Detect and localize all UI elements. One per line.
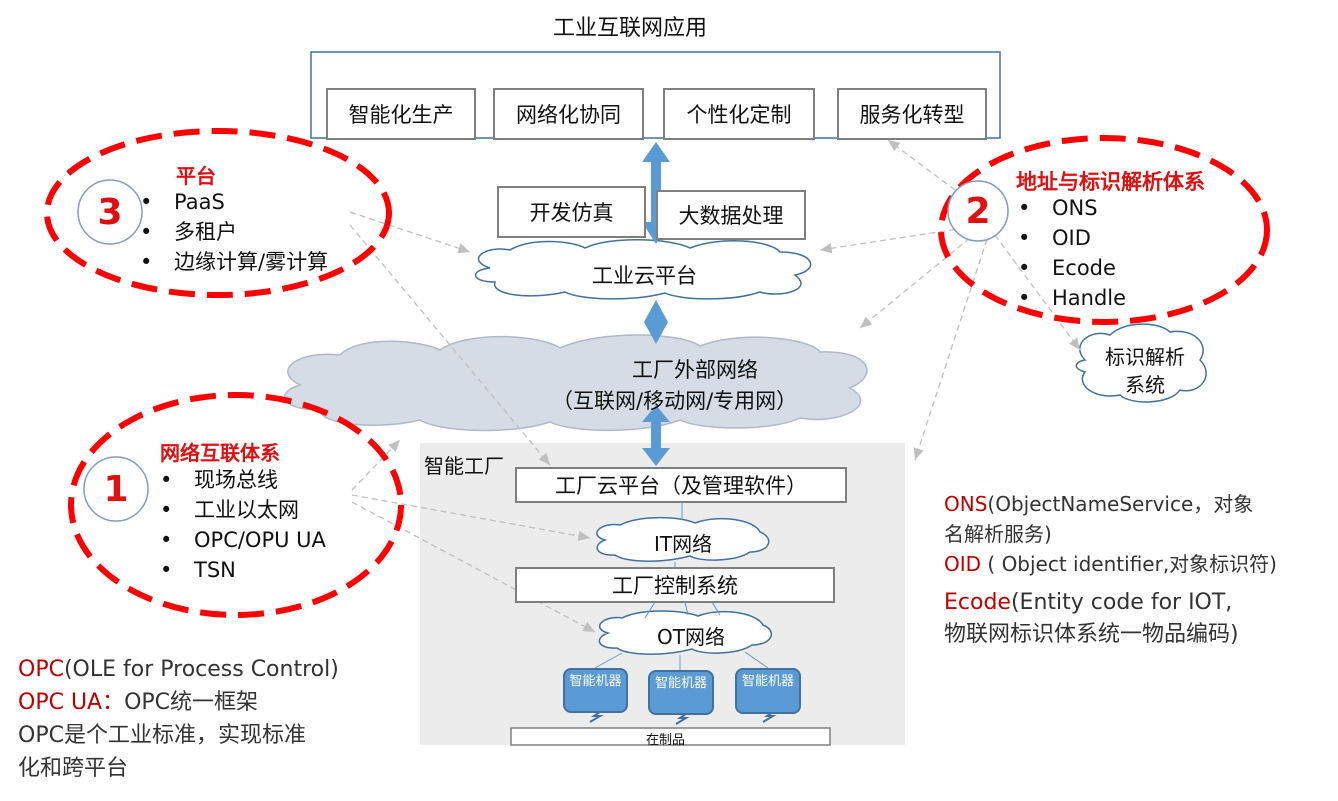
list-item: 现场总线 — [160, 465, 326, 495]
app-network-collaboration: 网络化协同 — [493, 88, 644, 140]
app-personalized-customization: 个性化定制 — [663, 88, 815, 140]
dev-simulation-box: 开发仿真 — [497, 186, 646, 238]
factory-cloud-box: 工厂云平台（及管理软件） — [515, 467, 847, 503]
list-item: Ecode — [1018, 253, 1126, 283]
network-title: 网络互联体系 — [160, 441, 280, 465]
note-line: OPC UA：OPC统一框架 — [18, 690, 259, 715]
note-line: 化和跨平台 — [18, 756, 129, 781]
note-line: 名解析服务) — [944, 522, 1052, 546]
list-item: ONS — [1018, 193, 1126, 223]
number-circle-1 — [83, 456, 149, 522]
external-network-cloud — [283, 334, 868, 432]
platform-title: 平台 — [176, 164, 216, 188]
identity-notes: ONS(ObjectNameService，对象 名解析服务) OID ( Ob… — [944, 489, 1277, 651]
identity-system-label: 标识解析系统 — [1105, 345, 1185, 397]
note-line: OID ( Object identifier,对象标识符) — [944, 552, 1277, 576]
list-item: 多租户 — [140, 217, 328, 247]
app-service-transformation: 服务化转型 — [837, 88, 987, 140]
identity-title: 地址与标识解析体系 — [1016, 170, 1205, 194]
smart-machine: 智能机器 — [735, 668, 801, 714]
wip-bar — [510, 727, 831, 746]
number-circle-2 — [947, 180, 1009, 242]
list-item: 工业以太网 — [160, 495, 326, 525]
identity-list: ONS OID Ecode Handle — [1018, 193, 1126, 313]
list-item: OID — [1018, 223, 1126, 253]
network-number: 1 — [103, 468, 129, 510]
app-layer-title: 工业互联网应用 — [553, 16, 708, 41]
app-smart-production: 智能化生产 — [326, 88, 476, 140]
note-line: OPC是个工业标准，实现标准 — [18, 723, 306, 748]
platform-list: PaaS 多租户 边缘计算/雾计算 — [140, 187, 328, 277]
network-ellipse — [68, 392, 404, 618]
external-network-label: 工厂外部网络 — [632, 358, 758, 382]
ot-network-label: OT网络 — [657, 625, 725, 649]
ot-cloud-shape — [598, 610, 773, 655]
list-item: 边缘计算/雾计算 — [140, 247, 328, 277]
note-line: OPC(OLE for Process Control) — [18, 657, 339, 682]
platform-number: 3 — [97, 191, 123, 233]
bigdata-box: 大数据处理 — [656, 190, 806, 240]
smart-machine: 智能机器 — [563, 668, 628, 713]
note-line: 物联网标识体系统一物品编码) — [944, 622, 1239, 647]
it-cloud-shape — [596, 516, 770, 562]
industrial-cloud-label: 工业云平台 — [592, 264, 697, 288]
factory-links — [594, 503, 769, 670]
it-network-label: IT网络 — [654, 532, 713, 556]
identity-system-cloud — [1075, 323, 1207, 403]
wip-label: 在制品 — [646, 733, 686, 748]
control-system-box: 工厂控制系统 — [515, 567, 835, 603]
external-network-sublabel: （互联网/移动网/专用网） — [552, 389, 798, 413]
list-item: PaaS — [140, 187, 328, 217]
opc-notes: OPC(OLE for Process Control) OPC UA：OPC统… — [18, 653, 339, 785]
network-list: 现场总线 工业以太网 OPC/OPU UA TSN — [160, 465, 326, 585]
industrial-cloud-shape — [474, 239, 812, 300]
note-line: ONS(ObjectNameService，对象 — [944, 492, 1254, 516]
identity-number: 2 — [965, 190, 991, 232]
smart-factory-label: 智能工厂 — [424, 454, 504, 478]
list-item: Handle — [1018, 283, 1126, 313]
platform-ellipse — [44, 128, 392, 298]
list-item: OPC/OPU UA — [160, 525, 326, 555]
smart-machine: 智能机器 — [648, 670, 714, 715]
identity-ellipse — [938, 135, 1270, 325]
list-item: TSN — [160, 555, 326, 585]
note-line: Ecode(Entity code for IOT, — [944, 590, 1233, 615]
